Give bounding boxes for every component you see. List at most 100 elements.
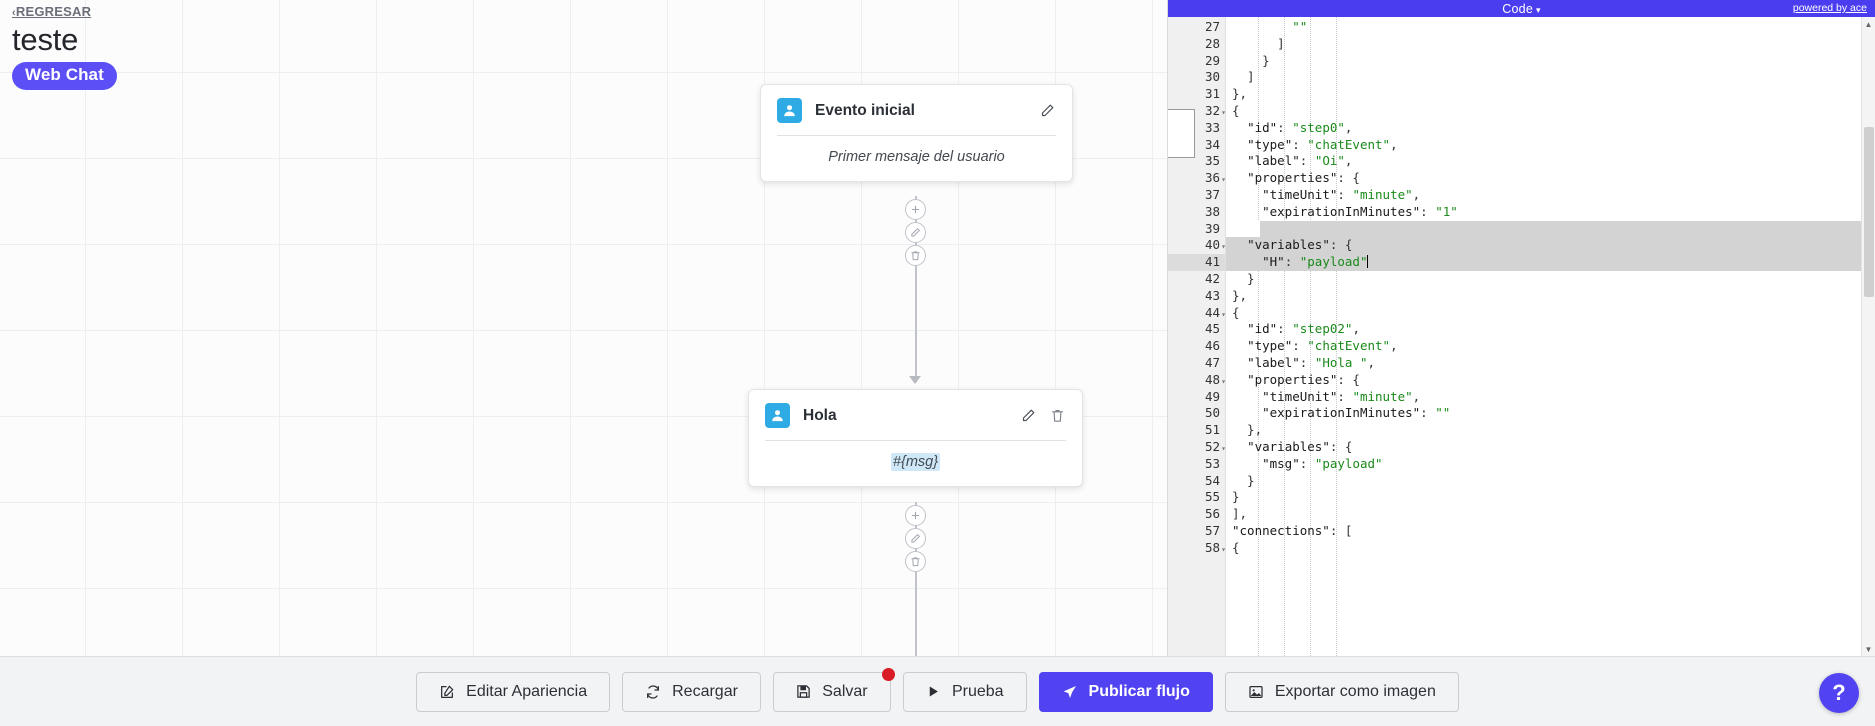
code-line[interactable]: }: [1232, 472, 1255, 488]
code-line[interactable]: "H": "payload": [1226, 254, 1875, 271]
code-line[interactable]: ]: [1232, 69, 1255, 85]
line-number: 29: [1204, 52, 1220, 68]
delete-icon[interactable]: [1049, 407, 1066, 424]
publish-flow-label: Publicar flujo: [1088, 682, 1190, 700]
fold-toggle-icon[interactable]: ▾: [1221, 443, 1226, 453]
reload-button[interactable]: Recargar: [622, 671, 761, 712]
connector-buttons-2[interactable]: [905, 505, 926, 572]
code-line[interactable]: "type": "chatEvent",: [1247, 136, 1398, 152]
line-number: 41: [1168, 254, 1225, 271]
edit-icon[interactable]: [1020, 407, 1037, 424]
code-line[interactable]: "msg": "payload": [1262, 455, 1383, 471]
add-icon[interactable]: [905, 505, 926, 526]
code-line[interactable]: }: [1232, 52, 1270, 68]
node-hola[interactable]: Hola #{msg}: [748, 389, 1083, 487]
flow-canvas[interactable]: ‹REGRESAR teste Web Chat Evento inicial: [0, 0, 1167, 656]
editor-mode-selector[interactable]: Code▾: [1502, 2, 1540, 16]
line-number: 35: [1204, 153, 1220, 169]
line-number: 44▾: [1168, 305, 1226, 322]
code-fold-widget[interactable]: ❯: [1168, 109, 1195, 158]
fold-toggle-icon[interactable]: ▾: [1221, 107, 1226, 117]
unsaved-changes-badge: [881, 667, 895, 681]
publish-flow-button[interactable]: Publicar flujo: [1038, 671, 1213, 712]
line-number: 52▾: [1168, 439, 1226, 456]
node-header: Hola: [749, 390, 1082, 440]
code-line[interactable]: {: [1232, 304, 1240, 320]
code-line[interactable]: "variables": {: [1247, 438, 1353, 454]
node-divider: [765, 440, 1066, 441]
test-label: Prueba: [951, 682, 1004, 700]
code-line[interactable]: },: [1226, 220, 1875, 238]
fold-toggle-icon[interactable]: ▾: [1221, 175, 1226, 185]
code-line[interactable]: "": [1292, 19, 1308, 34]
code-line[interactable]: "id": "step0",: [1247, 119, 1353, 135]
indent-guide: [1258, 17, 1259, 656]
save-button[interactable]: Salvar: [772, 667, 895, 712]
code-line[interactable]: "variables": {: [1226, 237, 1875, 255]
scroll-up-icon[interactable]: ▲: [1864, 19, 1873, 29]
code-line[interactable]: "properties": {: [1247, 170, 1360, 186]
send-icon: [1062, 684, 1078, 700]
code-line[interactable]: }: [1232, 270, 1255, 286]
code-line[interactable]: "connections": [: [1232, 522, 1353, 538]
export-image-button[interactable]: Exportar como imagen: [1224, 671, 1459, 712]
fold-toggle-icon[interactable]: ▾: [1221, 309, 1226, 319]
line-number: 54: [1204, 472, 1220, 488]
delete-icon[interactable]: [905, 245, 926, 266]
edit-icon[interactable]: [1039, 102, 1056, 119]
code-line[interactable]: "timeUnit": "minute",: [1262, 186, 1421, 202]
node-evento-inicial[interactable]: Evento inicial Primer mensaje del usuari…: [760, 84, 1073, 182]
code-line[interactable]: "expirationInMinutes": "1": [1262, 203, 1458, 219]
code-line[interactable]: "expirationInMinutes": "": [1262, 405, 1451, 421]
editor-scrollbar[interactable]: ▲ ▼: [1861, 17, 1875, 656]
edit-appearance-button[interactable]: Editar Apariencia: [416, 671, 611, 712]
scrollbar-thumb[interactable]: [1864, 127, 1874, 297]
fold-toggle-icon[interactable]: ▾: [1221, 242, 1226, 252]
fold-toggle-icon[interactable]: ▾: [1221, 544, 1226, 554]
line-number: 58▾: [1168, 540, 1226, 557]
scroll-down-icon[interactable]: ▼: [1864, 644, 1873, 654]
code-line[interactable]: {: [1232, 102, 1240, 118]
code-line[interactable]: "id": "step02",: [1247, 321, 1360, 337]
line-number: 40▾: [1168, 237, 1226, 254]
reload-label: Recargar: [672, 682, 738, 700]
indent-guide: [1284, 17, 1285, 656]
line-number: 56: [1204, 506, 1220, 522]
back-link[interactable]: ‹REGRESAR: [12, 4, 91, 19]
code-line[interactable]: "timeUnit": "minute",: [1262, 388, 1421, 404]
line-number: 34: [1204, 136, 1220, 152]
code-line[interactable]: },: [1232, 287, 1248, 303]
add-icon[interactable]: [905, 199, 926, 220]
code-line[interactable]: ],: [1232, 506, 1248, 522]
powered-by-link[interactable]: powered by ace: [1792, 2, 1867, 14]
editor-mode-label: Code: [1502, 1, 1533, 16]
fold-toggle-icon[interactable]: ▾: [1221, 376, 1226, 386]
code-line[interactable]: {: [1232, 539, 1240, 555]
bottom-toolbar: Editar Apariencia Recargar Salvar Prueba: [0, 656, 1875, 726]
delete-icon[interactable]: [905, 551, 926, 572]
connector-buttons-1[interactable]: [905, 199, 926, 266]
code-line[interactable]: },: [1232, 86, 1248, 102]
line-number: 39: [1204, 220, 1220, 236]
code-line[interactable]: "type": "chatEvent",: [1247, 338, 1398, 354]
code-line[interactable]: "label": "Hola ",: [1247, 354, 1376, 370]
code-line[interactable]: }: [1232, 489, 1240, 505]
channel-badge: Web Chat: [12, 62, 117, 90]
edit-square-icon: [439, 684, 455, 700]
code-line[interactable]: "properties": {: [1247, 371, 1360, 387]
line-number: 43: [1204, 287, 1220, 303]
line-number: 46: [1204, 338, 1220, 354]
help-button[interactable]: ?: [1819, 673, 1859, 713]
code-line[interactable]: ]: [1232, 35, 1285, 51]
line-number: 42: [1204, 270, 1220, 286]
edit-icon[interactable]: [905, 528, 926, 549]
connector-line-2: [915, 502, 917, 656]
code-line[interactable]: "label": "Oi",: [1247, 153, 1353, 169]
line-number: 45: [1204, 321, 1220, 337]
test-button[interactable]: Prueba: [902, 671, 1027, 712]
code-line[interactable]: },: [1232, 422, 1263, 438]
code-content[interactable]: "" ] } ]},{ "id": "step0", "type": "chat…: [1226, 17, 1875, 656]
edit-icon[interactable]: [905, 222, 926, 243]
